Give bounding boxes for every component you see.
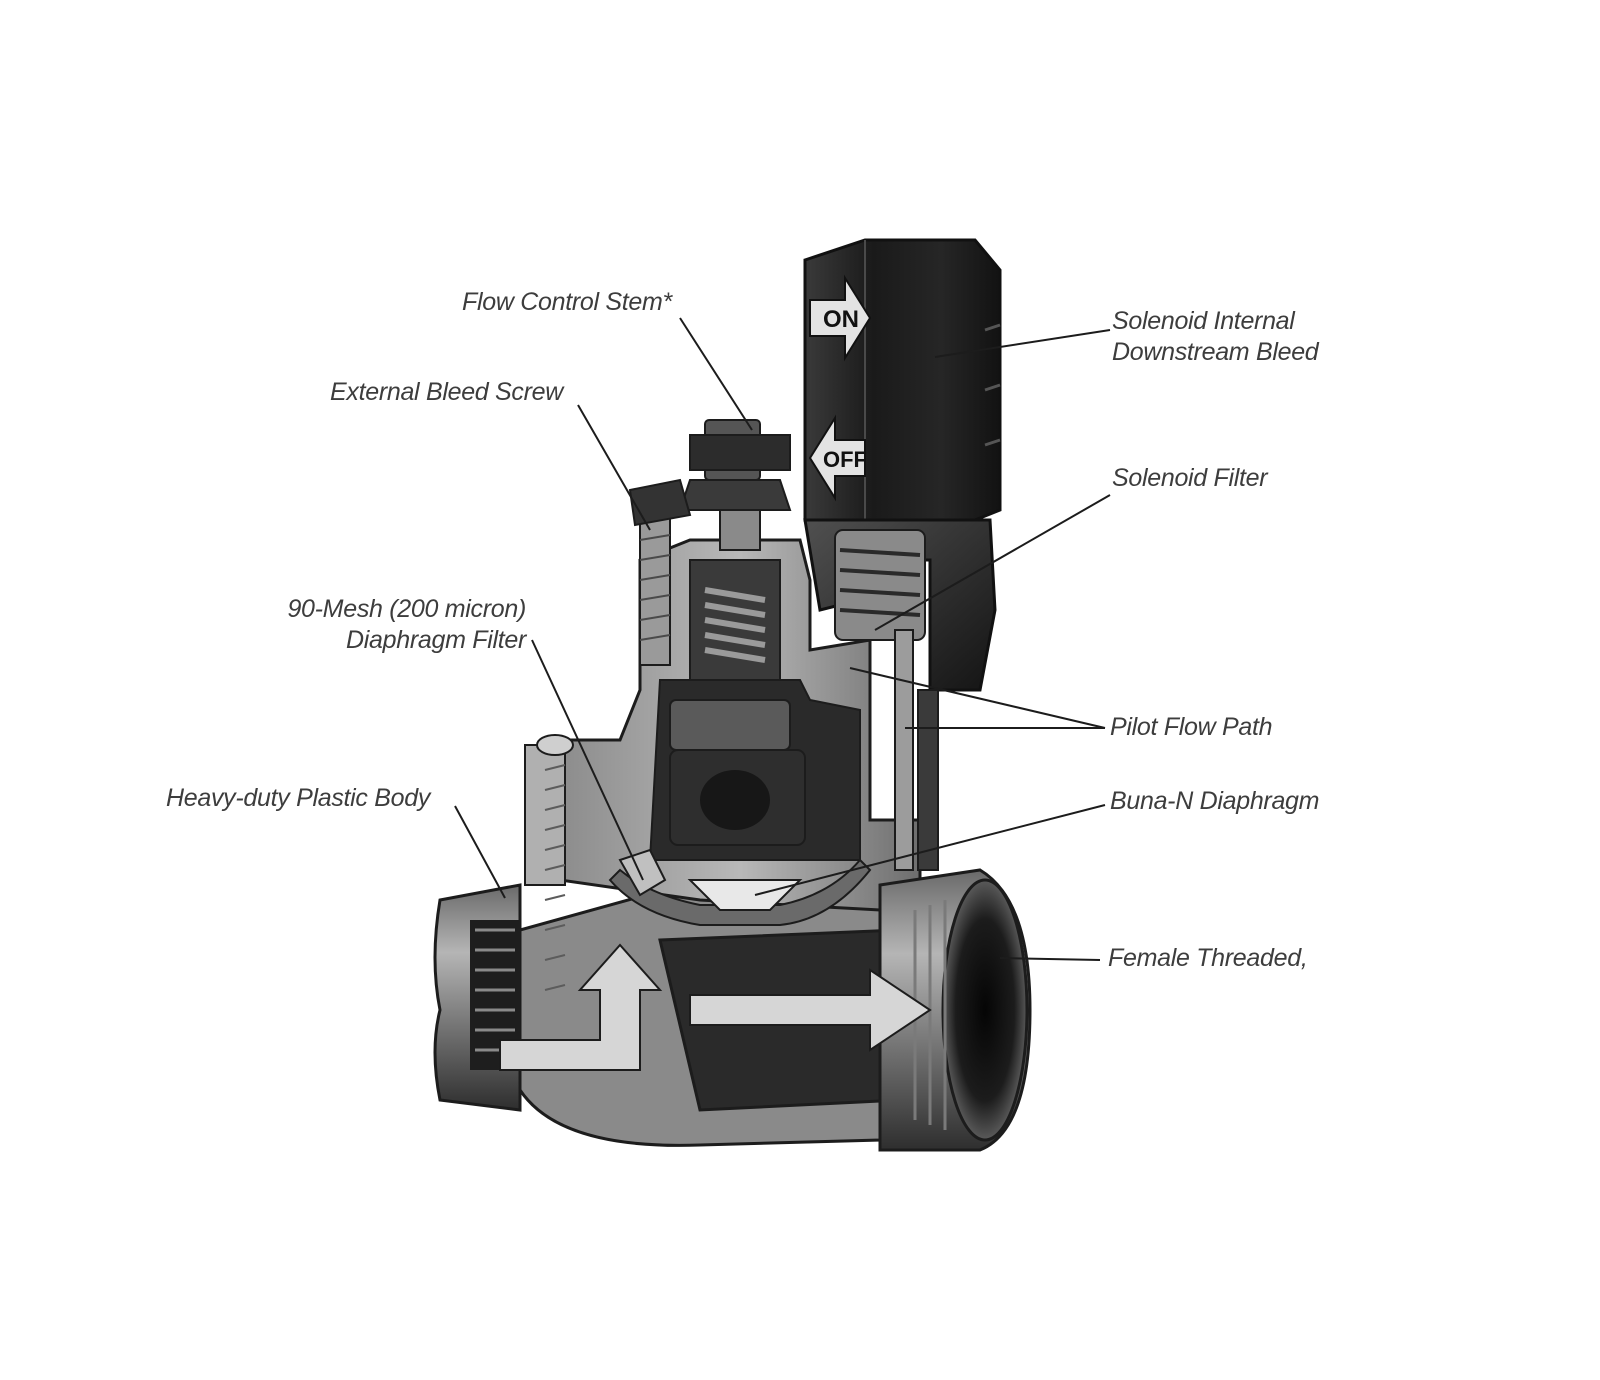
label-pilot-flow-path: Pilot Flow Path bbox=[1110, 713, 1273, 741]
inlet-pipe bbox=[433, 883, 522, 1112]
leader-female-threaded bbox=[999, 957, 1101, 961]
label-solenoid-bleed-line1: Solenoid Internal bbox=[1112, 307, 1295, 335]
flow-control-stem bbox=[678, 419, 792, 551]
label-plastic-body: Heavy-duty Plastic Body bbox=[166, 784, 431, 812]
label-flow-control-stem: Flow Control Stem* bbox=[462, 288, 672, 316]
leader-diaphragm bbox=[754, 804, 1106, 896]
leader-lines bbox=[454, 317, 1111, 961]
label-solenoid-bleed: Solenoid Internal Downstream Bleed bbox=[1112, 306, 1319, 368]
label-mesh-filter-line2: Diaphragm Filter bbox=[346, 626, 526, 654]
label-mesh-filter: 90-Mesh (200 micron) Diaphragm Filter bbox=[250, 594, 526, 656]
solenoid: ON OFF bbox=[803, 238, 1002, 871]
label-diaphragm: Buna-N Diaphragm bbox=[1110, 787, 1320, 815]
flow-arrows bbox=[499, 943, 932, 1071]
leader-plastic-body bbox=[454, 805, 506, 899]
leader-solenoid-filter bbox=[874, 494, 1111, 631]
leader-external-bleed-screw bbox=[577, 404, 651, 531]
leader-mesh-filter bbox=[531, 639, 644, 881]
label-external-bleed-screw: External Bleed Screw bbox=[330, 378, 564, 406]
leader-pilot-flow-a bbox=[849, 667, 1106, 729]
solenoid-on-marking: ON bbox=[823, 306, 859, 333]
label-female-threaded: Female Threaded, bbox=[1108, 944, 1308, 972]
label-solenoid-bleed-line2: Downstream Bleed bbox=[1112, 338, 1319, 366]
external-bleed-screw bbox=[628, 478, 692, 666]
label-mesh-filter-line1: 90-Mesh (200 micron) bbox=[287, 595, 526, 623]
solenoid-off-marking: OFF bbox=[823, 447, 867, 472]
label-solenoid-filter: Solenoid Filter bbox=[1112, 464, 1268, 492]
leader-solenoid-bleed bbox=[934, 329, 1111, 358]
leader-flow-control-stem bbox=[679, 317, 753, 431]
